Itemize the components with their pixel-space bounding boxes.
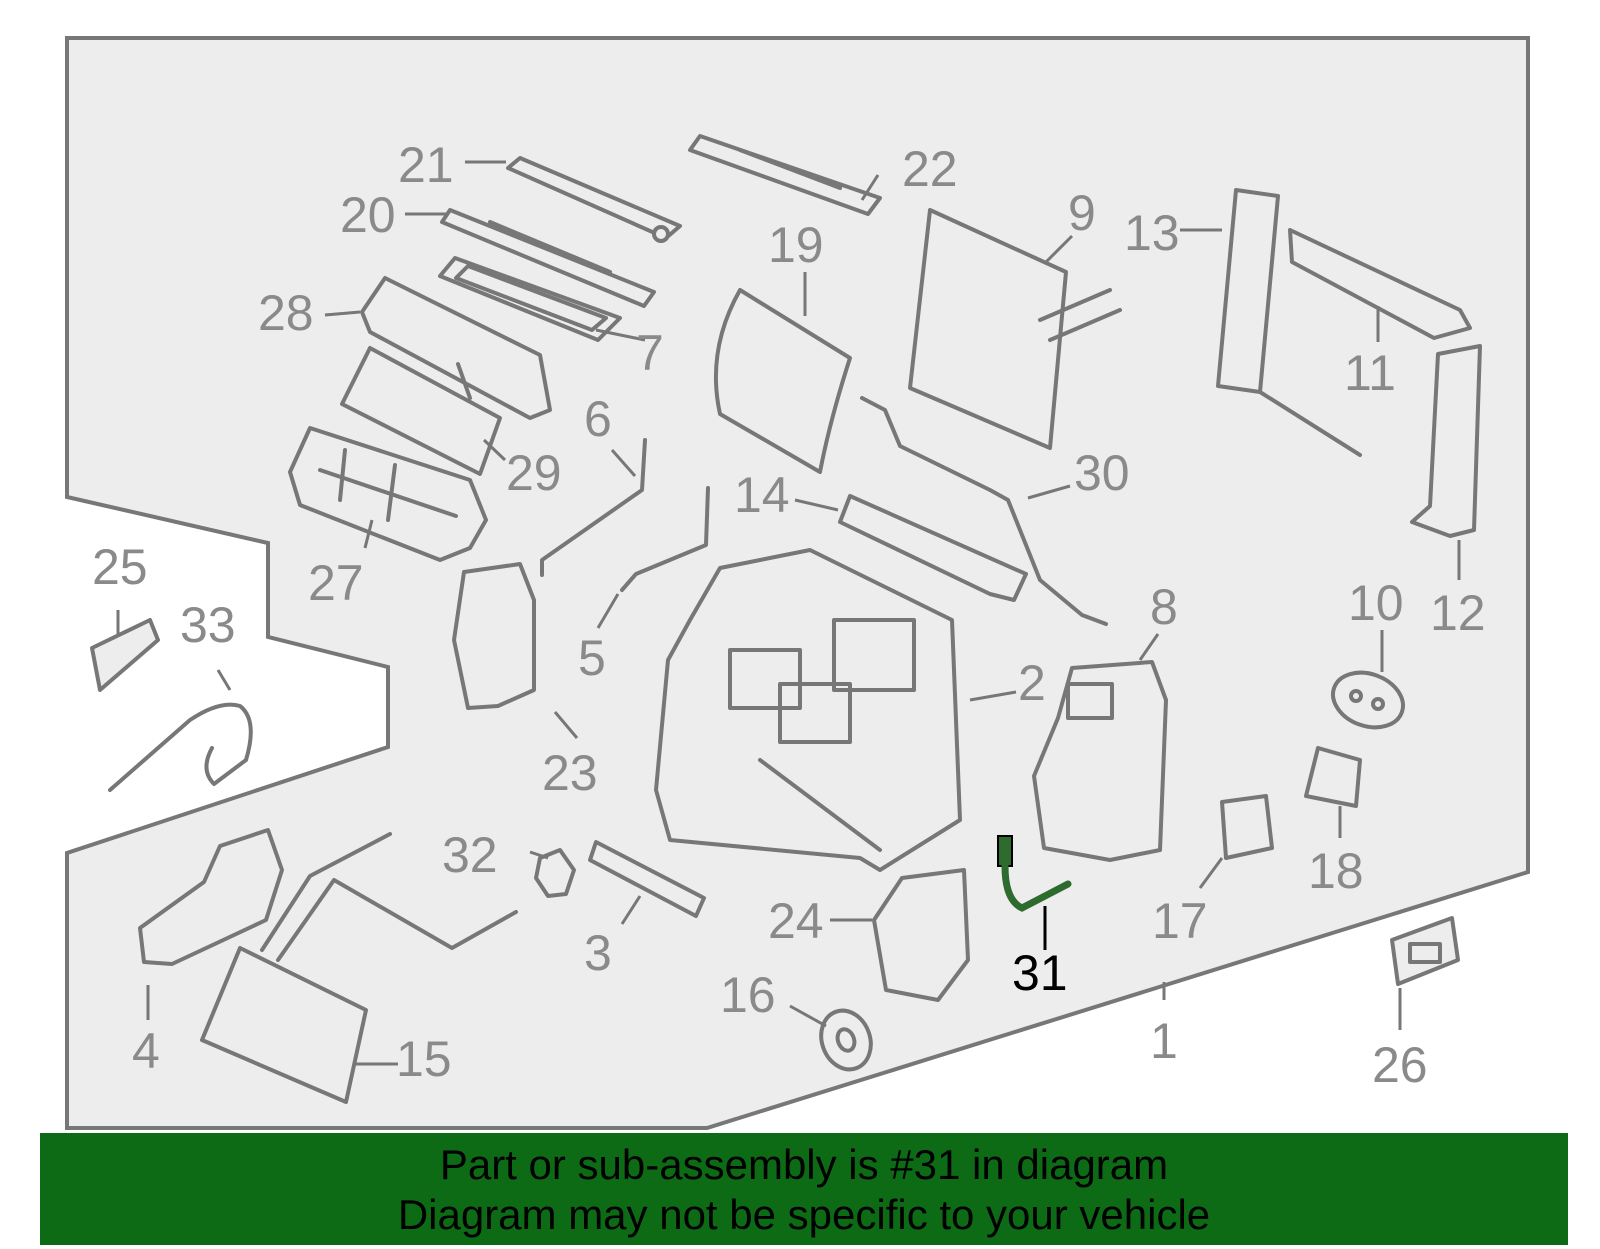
- part-5-shape: [620, 486, 710, 592]
- callout-30: 30: [1074, 445, 1130, 501]
- part-15-shape: [200, 832, 518, 1104]
- callout-5: 5: [578, 630, 606, 686]
- callout-24: 24: [768, 893, 824, 949]
- callout-21: 21: [398, 137, 454, 193]
- part-13-shape: [1216, 188, 1362, 457]
- callout-31: 31: [1012, 945, 1068, 1001]
- part-24-shape: [872, 868, 970, 1002]
- part-3-shape: [588, 840, 706, 918]
- part-33-shape: [108, 702, 253, 792]
- callout-15: 15: [396, 1031, 452, 1087]
- callout-2: 2: [1018, 655, 1046, 711]
- callout-17: 17: [1152, 893, 1208, 949]
- callout-23: 23: [542, 745, 598, 801]
- callout-29: 29: [506, 445, 562, 501]
- callout-7: 7: [636, 325, 664, 381]
- callout-10: 10: [1348, 575, 1404, 631]
- banner-line-part: Part or sub-assembly is #31 in diagram: [439, 1141, 1169, 1188]
- info-banner: Part or sub-assembly is #31 in diagram D…: [40, 1133, 1568, 1245]
- callout-11: 11: [1344, 345, 1396, 401]
- callout-18: 18: [1308, 843, 1364, 899]
- part-20-shape: [440, 208, 656, 308]
- part-16-shape: [819, 1008, 873, 1072]
- part-26-shape: [1390, 916, 1460, 986]
- callout-27: 27: [308, 555, 364, 611]
- callout-28: 28: [258, 285, 314, 341]
- part-25-shape: [90, 618, 160, 692]
- part-9-shape: [908, 208, 1122, 450]
- part-23-shape: [452, 562, 536, 710]
- banner-line-disclaimer: Diagram may not be specific to your vehi…: [397, 1191, 1211, 1238]
- callout-20: 20: [340, 187, 396, 243]
- part-30-shape: [860, 396, 1108, 626]
- part-8-shape: [1032, 660, 1168, 862]
- part-6-shape: [540, 438, 647, 577]
- part-14-shape: [838, 494, 1028, 602]
- part-22-shape: [688, 134, 882, 216]
- callout-4: 4: [132, 1023, 160, 1079]
- part-31-shape: [997, 835, 1072, 912]
- part-12-shape: [1410, 344, 1482, 538]
- callout-32: 32: [442, 827, 498, 883]
- part-17-shape: [1220, 794, 1274, 860]
- part-29-shape: [340, 346, 502, 476]
- callout-22: 22: [902, 141, 958, 197]
- callout-6: 6: [584, 391, 612, 447]
- part-21-shape: [506, 156, 682, 243]
- callout-19: 19: [768, 217, 824, 273]
- callout-16: 16: [720, 967, 776, 1023]
- callout-33: 33: [180, 597, 236, 653]
- callout-9: 9: [1068, 185, 1096, 241]
- part-10-shape: [1331, 670, 1405, 730]
- callout-12: 12: [1430, 585, 1486, 641]
- part-4-shape: [138, 828, 284, 966]
- callout-1: 1: [1150, 1013, 1178, 1069]
- part-18-shape: [1304, 746, 1362, 808]
- callout-25: 25: [92, 539, 148, 595]
- part-28-shape: [360, 276, 552, 420]
- callout-8: 8: [1150, 579, 1178, 635]
- callout-26: 26: [1372, 1037, 1428, 1093]
- part-11-shape: [1288, 228, 1472, 340]
- callout-13: 13: [1124, 205, 1180, 261]
- callout-labels: 1 2 3 4 5 6 7 8 9 10 11 12 13 14 15 16 1…: [92, 137, 1486, 1093]
- leader-lines: [116, 160, 1461, 1066]
- part-19-shape: [714, 288, 852, 474]
- callout-14: 14: [734, 467, 790, 523]
- part-27-shape: [288, 426, 488, 562]
- callout-3: 3: [584, 925, 612, 981]
- part-2-shape: [654, 548, 962, 872]
- part-7-shape: [438, 256, 622, 342]
- part-32-shape: [534, 848, 576, 898]
